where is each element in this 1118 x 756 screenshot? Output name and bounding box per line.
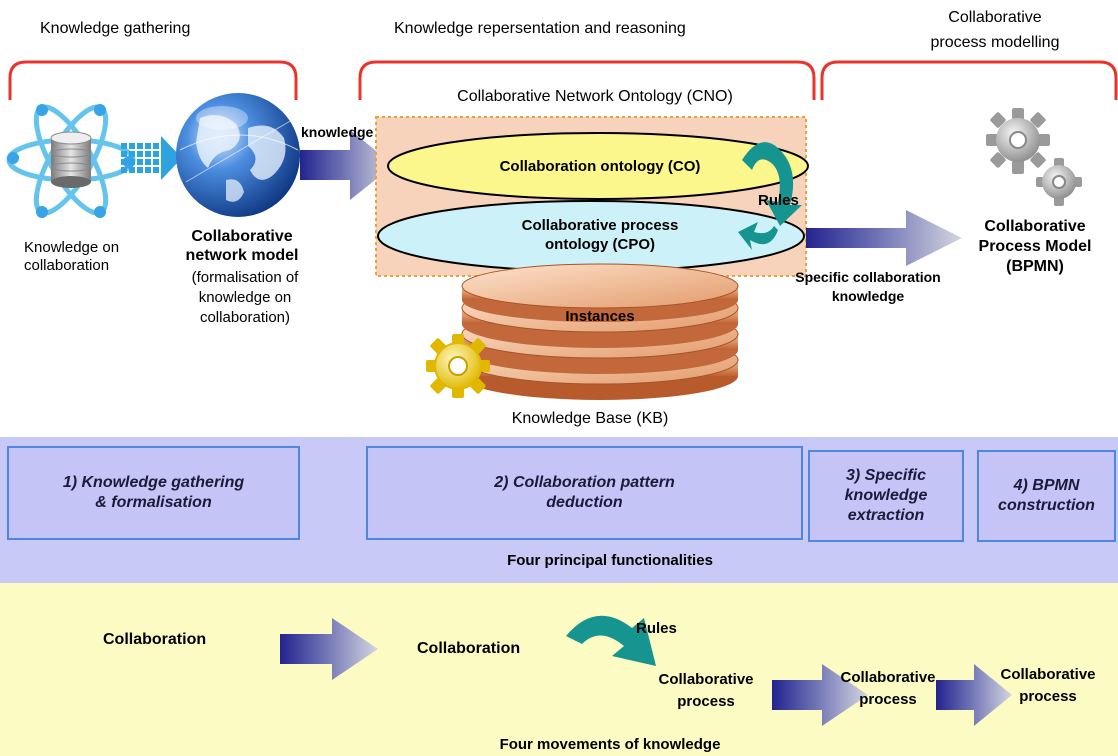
- instances-label: Instances: [565, 308, 635, 325]
- functionality-2-line2: deduction: [546, 494, 623, 511]
- functionalities-caption: Four principal functionalities: [507, 552, 713, 569]
- functionality-2-line1: 2) Collaboration pattern: [494, 474, 675, 491]
- co-label: Collaboration ontology (CO): [499, 158, 701, 175]
- functionality-1-line1: 1) Knowledge gathering: [62, 474, 245, 491]
- movement-2-label: Collaboration: [417, 640, 521, 657]
- functionality-box-4: 4) BPMN construction: [977, 450, 1116, 542]
- header-gathering: Knowledge gathering: [40, 20, 191, 37]
- cpo-label-line2: ontology (CPO): [545, 236, 655, 253]
- functionality-4-line2: construction: [998, 497, 1095, 514]
- yellow-gear-icon: [426, 334, 490, 398]
- disk-stack-icon: [461, 263, 739, 400]
- curved-rules-arrow: [566, 615, 656, 666]
- network-model-title-line1: Collaborative: [191, 228, 293, 245]
- movements-band: [0, 583, 1118, 756]
- cpo-label-line1: Collaborative process: [521, 217, 679, 234]
- movement-arrow-3: [936, 664, 1012, 726]
- globe-icon: [176, 93, 300, 217]
- movement-3-line1: Collaborative: [658, 671, 754, 688]
- representation-bracket: [358, 60, 816, 100]
- source-label-line1: Knowledge on: [24, 239, 120, 256]
- movement-arrow-2: [772, 664, 868, 726]
- co-ellipse: [387, 132, 809, 200]
- knowledge-arrow-label: knowledge: [301, 124, 374, 140]
- movement-1-label: Collaboration: [103, 631, 207, 648]
- movement-3-line2: process: [677, 693, 735, 710]
- extraction-arrow: [806, 210, 962, 266]
- movement-arrow-1: [280, 618, 378, 680]
- header-representation: Knowledge repersentation and reasoning: [394, 20, 686, 37]
- source-label-line2: collaboration: [24, 257, 110, 274]
- gathering-bracket: [8, 60, 298, 100]
- cno-title: Collaborative Network Ontology (CNO): [457, 88, 733, 105]
- process-model-line1: Collaborative: [984, 218, 1086, 235]
- gears-icon: [986, 108, 1082, 206]
- extract-label-line2: knowledge: [831, 288, 905, 304]
- functionality-box-2: 2) Collaboration pattern deduction: [366, 446, 803, 540]
- knowledge-arrow: [300, 130, 394, 200]
- network-model-desc-line2: knowledge on: [198, 289, 292, 306]
- header-modelling-line2: process modelling: [930, 34, 1060, 51]
- network-model-desc-line3: collaboration): [199, 309, 291, 326]
- dotted-arrow-icon: [121, 136, 182, 180]
- process-model-line2: Process Model: [978, 238, 1092, 255]
- functionality-box-3: 3) Specific knowledge extraction: [808, 450, 964, 542]
- extract-label-line1: Specific collaboration: [795, 269, 941, 285]
- functionality-1-line2: & formalisation: [95, 494, 212, 511]
- functionality-3-line3: extraction: [847, 507, 925, 524]
- rules-cycle-icon: [738, 142, 802, 250]
- rules-label: Rules: [758, 192, 799, 209]
- functionality-box-1: 1) Knowledge gathering & formalisation: [7, 446, 300, 540]
- process-model-line3: (BPMN): [1006, 258, 1064, 275]
- modelling-bracket: [820, 60, 1118, 100]
- movement-5-line1: Collaborative: [1000, 666, 1096, 683]
- header-modelling-line1: Collaborative: [948, 9, 1042, 26]
- movement-rules-label: Rules: [636, 620, 677, 637]
- movement-5-line2: process: [1019, 688, 1077, 705]
- atom-database-icon: [6, 104, 136, 218]
- functionality-4-line1: 4) BPMN: [1013, 477, 1080, 494]
- movements-caption: Four movements of knowledge: [499, 736, 721, 753]
- network-model-desc-line1: (formalisation of: [191, 269, 299, 286]
- movement-4-line1: Collaborative: [840, 669, 936, 686]
- kb-label: Knowledge Base (KB): [511, 410, 669, 427]
- network-model-title-line2: network model: [185, 247, 299, 264]
- movement-4-line2: process: [859, 691, 917, 708]
- functionality-3-line2: knowledge: [844, 487, 928, 504]
- functionality-3-line1: 3) Specific: [845, 467, 927, 484]
